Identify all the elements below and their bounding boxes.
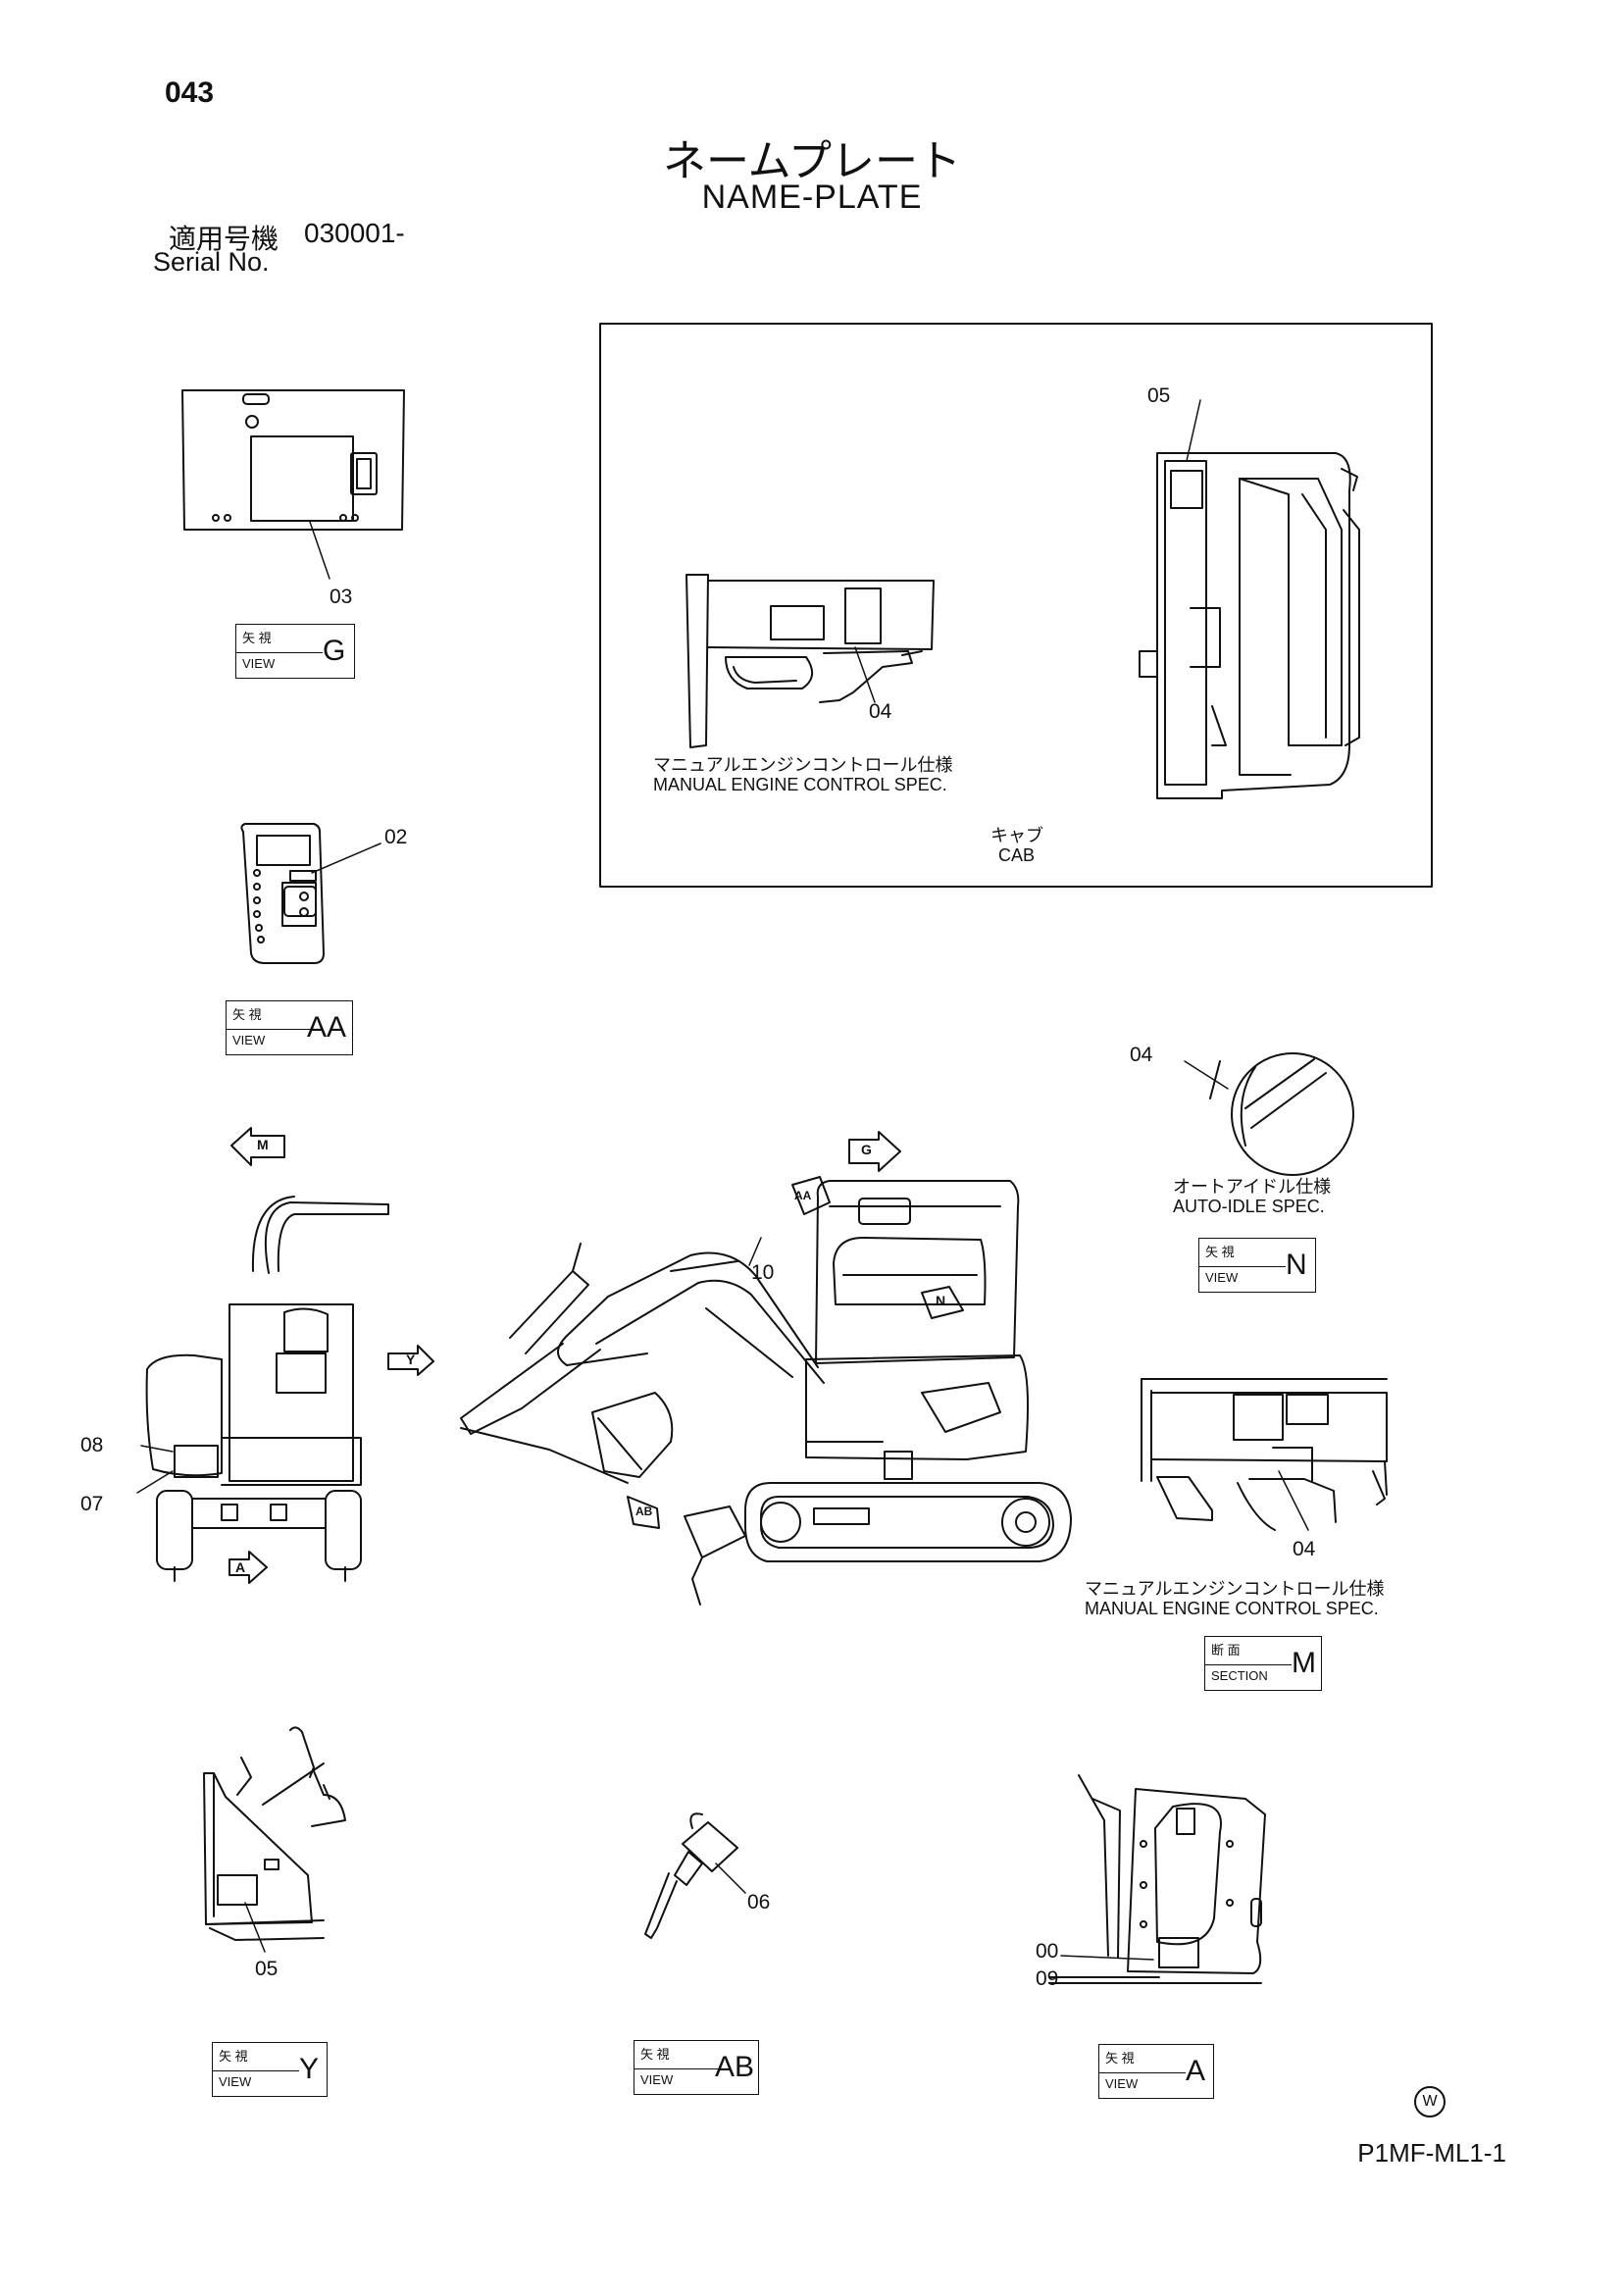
drawing-code: P1MF-ML1-1 [1357, 2138, 1506, 2168]
view-tag-en: VIEW [1199, 1266, 1286, 1285]
view-tag-letter: N [1286, 1249, 1307, 1281]
callout-00: 00 [1036, 1940, 1059, 1963]
view-tag-en: VIEW [236, 652, 323, 671]
view-tag-jp: 矢 視 [219, 2049, 248, 2064]
corner-mark-w: W [1414, 2086, 1446, 2117]
arrow-label-a: A [235, 1559, 246, 1575]
callout-05-cab: 05 [1147, 384, 1171, 407]
view-tag-en: VIEW [1099, 2072, 1186, 2091]
view-tag-n: 矢 視 VIEW N [1198, 1238, 1316, 1293]
caption-auto-idle-jp: オートアイドル仕様 [1173, 1177, 1332, 1197]
auto-idle-detail [1184, 1052, 1354, 1176]
title-english: NAME-PLATE [701, 179, 923, 216]
view-tag-letter: Y [299, 2053, 320, 2085]
caption-cab-en: CAB [998, 845, 1036, 865]
view-tag-en: VIEW [227, 1029, 313, 1047]
callout-04-cab: 04 [869, 700, 892, 723]
callout-07: 07 [80, 1493, 104, 1515]
view-tag-y: 矢 視 VIEW Y [212, 2042, 328, 2097]
view-tag-jp: 矢 視 [232, 1007, 262, 1022]
monitor-view-aa [240, 823, 381, 964]
serial-label-english: Serial No. [153, 247, 270, 277]
cab-inset-frame [599, 323, 1433, 888]
part-06-view-ab [644, 1812, 746, 1939]
callout-04-section: 04 [1293, 1538, 1316, 1560]
view-tag-g: 矢 視 VIEW G [235, 624, 355, 679]
view-tag-jp: 矢 視 [242, 631, 272, 645]
serial-value: 030001- [304, 218, 405, 248]
callout-08: 08 [80, 1434, 104, 1456]
view-tag-en: VIEW [634, 2068, 721, 2087]
page-number: 043 [165, 77, 215, 109]
callout-09: 09 [1036, 1967, 1059, 1990]
title-japanese: ネームプレート [662, 137, 962, 185]
caption-manual-engine-jp: マニュアルエンジンコントロール仕様 [653, 755, 953, 775]
arrow-label-y: Y [406, 1352, 416, 1367]
section-tag-m: 断 面 SECTION M [1204, 1636, 1322, 1691]
view-tag-a: 矢 視 VIEW A [1098, 2044, 1214, 2099]
view-tag-jp: 矢 視 [1105, 2051, 1135, 2066]
arrow-label-m: M [257, 1137, 269, 1152]
view-tag-letter: G [323, 635, 346, 667]
arrow-label-ab: AB [635, 1505, 653, 1518]
callout-04-auto-idle: 04 [1130, 1044, 1153, 1066]
section-tag-letter: M [1292, 1647, 1316, 1679]
callout-10: 10 [751, 1261, 775, 1284]
lever-console-view-y [203, 1726, 346, 1953]
callout-03: 03 [330, 586, 353, 608]
cab-interior-manual-engine [685, 574, 935, 748]
caption-auto-idle-en: AUTO-IDLE SPEC. [1173, 1197, 1325, 1216]
view-tag-letter: AB [715, 2051, 755, 2083]
callout-06: 06 [747, 1891, 771, 1913]
arrow-label-aa: AA [794, 1189, 812, 1202]
section-m-manual-engine [1141, 1378, 1388, 1531]
view-tag-jp: 矢 視 [640, 2047, 670, 2062]
view-tag-en: VIEW [213, 2070, 299, 2089]
caption-manual-engine2-jp: マニュアルエンジンコントロール仕様 [1085, 1579, 1385, 1599]
callout-02: 02 [384, 826, 408, 848]
arrow-label-g: G [861, 1142, 872, 1157]
excavator-side-view [460, 1180, 1072, 1606]
panel-view-g [181, 389, 405, 580]
section-tag-jp: 断 面 [1211, 1643, 1241, 1658]
serial-label-japanese: 適用号機 [169, 224, 279, 254]
direction-arrows [228, 1127, 964, 1584]
view-tag-letter: A [1186, 2055, 1206, 2087]
machine-rear-view [136, 1196, 389, 1582]
section-tag-en: SECTION [1205, 1664, 1292, 1683]
caption-cab-jp: キャブ [990, 826, 1043, 845]
view-tag-aa: 矢 視 VIEW AA [226, 1000, 353, 1055]
callout-05-view-y: 05 [255, 1958, 279, 1980]
cab-exterior [1139, 399, 1360, 799]
arrow-label-n: N [936, 1293, 946, 1308]
caption-manual-engine-en: MANUAL ENGINE CONTROL SPEC. [653, 775, 947, 794]
view-tag-letter: AA [307, 1011, 347, 1044]
caption-manual-engine2-en: MANUAL ENGINE CONTROL SPEC. [1085, 1599, 1379, 1618]
view-tag-jp: 矢 視 [1205, 1245, 1235, 1259]
view-tag-ab: 矢 視 VIEW AB [634, 2040, 759, 2095]
panel-view-a [1048, 1774, 1266, 1984]
